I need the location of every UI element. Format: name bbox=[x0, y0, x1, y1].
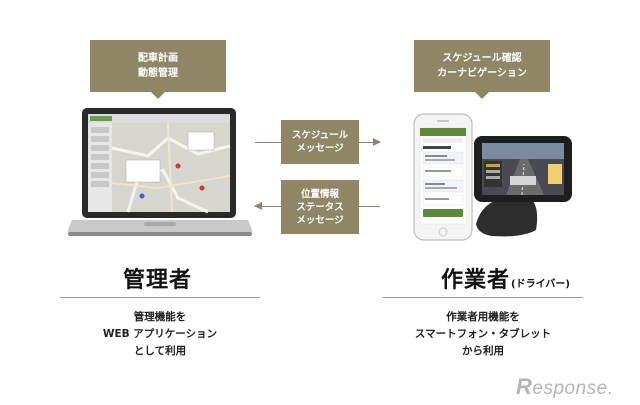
laptop-illustration bbox=[68, 108, 252, 236]
driver-desc-line-2: スマートフォン・タブレット bbox=[414, 328, 552, 340]
driver-feature-line-2: カーナビゲーション bbox=[437, 68, 527, 79]
admin-desc-line-1: 管理機能を bbox=[133, 311, 187, 323]
schedule-message-box: スケジュール メッセージ bbox=[281, 120, 359, 164]
driver-description: 作業者用機能を スマートフォン・タブレット から利用 bbox=[383, 309, 583, 360]
admin-title: 管理者 bbox=[123, 268, 193, 293]
admin-description: 管理機能を WEB アプリケーション として利用 bbox=[60, 309, 260, 360]
brand-initial: R bbox=[516, 374, 533, 399]
driver-title: 作業者 bbox=[441, 268, 511, 293]
brand-rest: esponse. bbox=[532, 378, 614, 399]
driver-desc-line-3: から利用 bbox=[462, 345, 504, 357]
admin-feature-line-2: 動態管理 bbox=[138, 68, 178, 79]
position-message-line-3: メッセージ bbox=[296, 214, 344, 226]
position-status-message-box: 位置情報 ステータス メッセージ bbox=[281, 180, 359, 234]
schedule-message-line-2: メッセージ bbox=[296, 143, 344, 154]
response-watermark-logo: Response. bbox=[516, 374, 614, 400]
admin-divider bbox=[60, 297, 260, 298]
position-message-line-2: ステータス bbox=[296, 201, 344, 213]
driver-desc-line-1: 作業者用機能を bbox=[446, 311, 520, 323]
phone-and-car-nav-illustration bbox=[413, 113, 572, 241]
admin-features-callout: 配車計画 動態管理 bbox=[90, 40, 226, 99]
schedule-message-line-1: スケジュール bbox=[291, 130, 349, 141]
admin-desc-line-2: WEB アプリケーション bbox=[102, 328, 218, 340]
admin-desc-line-3: として利用 bbox=[133, 345, 187, 357]
driver-features-callout: スケジュール確認 カーナビゲーション bbox=[414, 40, 550, 99]
driver-feature-line-1: スケジュール確認 bbox=[442, 53, 522, 64]
driver-subtitle: (ドライバー) bbox=[511, 279, 570, 290]
driver-divider bbox=[383, 297, 583, 298]
admin-heading: 管理者 bbox=[123, 262, 192, 294]
position-message-line-1: 位置情報 bbox=[300, 188, 339, 200]
admin-feature-line-1: 配車計画 bbox=[138, 53, 178, 64]
driver-heading: 作業者(ドライバー) bbox=[441, 262, 570, 294]
